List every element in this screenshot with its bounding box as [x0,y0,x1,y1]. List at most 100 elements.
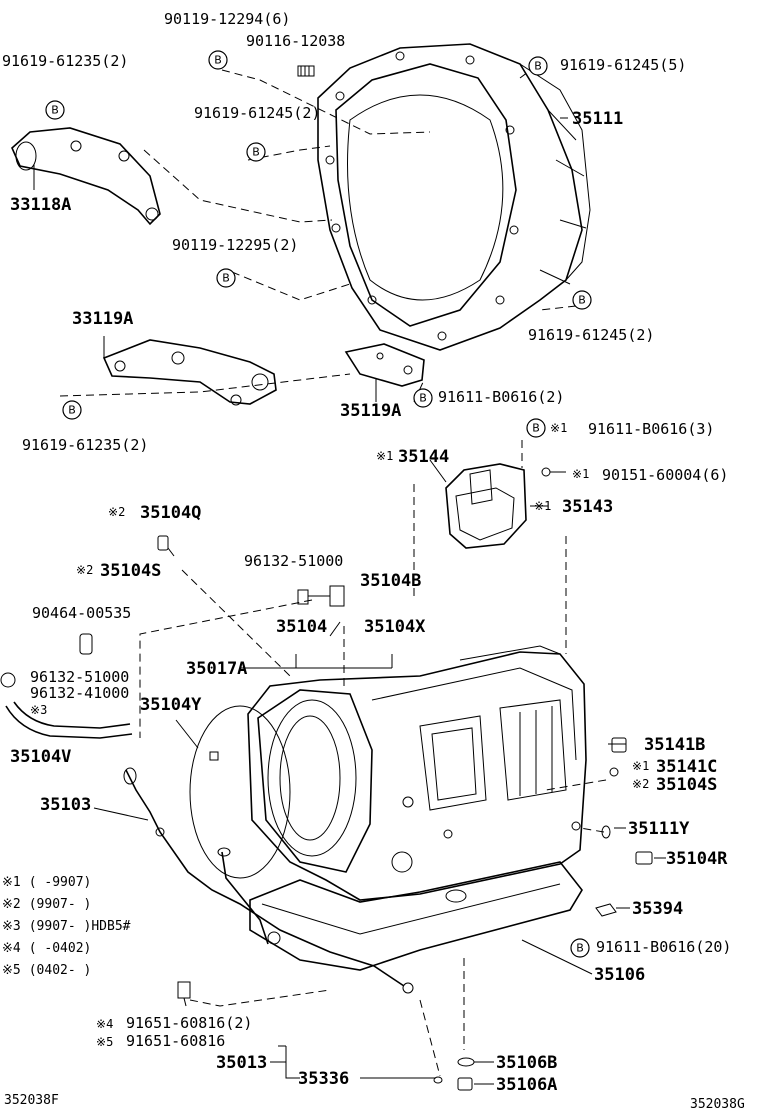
transmission-housing-35111 [317,43,591,351]
mark-35144: ※1 [376,449,393,463]
label-35104Y: 35104Y [140,695,202,715]
mark-35141C: ※1 [632,759,649,773]
svg-text:B: B [252,146,260,159]
label-35017A: 35017A [186,659,247,679]
label-35394: 35394 [632,899,683,919]
label-91619-61245-2b: 91619-61245(2) [528,326,654,344]
mark-35143: ※1 [534,499,551,513]
footnotes: ※1( -9907) ※2(9907- ) ※3(9907- )HDB5# ※4… [2,875,131,978]
badge-90119-12294: B [208,50,228,70]
svg-text:B: B [222,272,230,285]
guide-lines [59,65,607,1077]
label-90464-00535: 90464-00535 [32,604,131,622]
label-35104B: 35104B [360,571,421,591]
footnote-4: ※4( -0402) [2,941,91,956]
plug-35104Q [157,535,175,557]
bracket-33119A [102,339,277,406]
code-left: 352038F [4,1093,59,1108]
drain-plug-parts [433,1057,475,1091]
label-35104V: 35104V [10,747,71,767]
badge-91611-B0616-3: B [526,418,546,438]
mark-90151-60004: ※1 [572,467,589,481]
label-35104R: 35104R [666,849,728,869]
plate-35119A [344,343,425,387]
label-35106B: 35106B [496,1053,557,1073]
filler-tube-35103 [123,767,414,994]
label-35111Y: 35111Y [628,819,690,839]
label-91619-61235-top: 91619-61235(2) [2,52,128,70]
label-96132-51000-b: 96132-51000 [30,668,129,686]
label-91651-60816: 91651-60816 [126,1032,225,1050]
mark-35104S-right: ※2 [632,777,649,791]
svg-text:B: B [576,942,584,955]
svg-text:B: B [68,404,76,417]
label-91611-B0616-20: 91611-B0616(20) [596,938,731,956]
label-35106A: 35106A [496,1075,557,1095]
label-91611-B0616-2: 91611-B0616(2) [438,388,564,406]
badge-91611-B0616-20: B [570,938,590,958]
badge-90119-12295: B [216,268,236,288]
label-35141C: 35141C [656,757,717,777]
label-35143: 35143 [562,497,613,517]
stud-90116-12038 [297,65,315,77]
bolt-91651-60816 [177,981,191,1007]
label-35104Q: 35104Q [140,503,201,523]
label-90151-60004: 90151-60004(6) [602,466,728,484]
mark-91651-60816-2: ※4 [96,1017,113,1031]
badge-91611-B0616-2: B [413,388,433,408]
badge-91619-61245-5: B [528,56,548,76]
mark-91611-B0616-3: ※1 [550,421,567,435]
svg-text:B: B [214,54,222,67]
svg-text:B: B [534,60,542,73]
badge-91619-61245-2b: B [572,290,592,310]
label-33119A: 33119A [72,309,133,329]
label-35119A: 35119A [340,401,401,421]
elbow-35104B [297,585,345,607]
label-91619-61245-5: 91619-61245(5) [560,56,686,74]
footnote-3: ※3(9907- )HDB5# [2,919,131,934]
label-35013: 35013 [216,1053,267,1073]
label-90119-12294: 90119-12294(6) [164,10,290,28]
label-35104: 35104 [276,617,327,637]
label-35336: 35336 [298,1069,349,1089]
svg-text:B: B [419,392,427,405]
label-35106: 35106 [594,965,645,985]
clip-90464-00535 [79,633,93,655]
hose-35104V [0,672,133,739]
footnote-1: ※1( -9907) [2,875,91,890]
small-parts-right [595,737,653,917]
mark-96132-41000: ※3 [30,703,47,717]
label-91619-61235-bottom: 91619-61235(2) [22,436,148,454]
label-91611-B0616-3: 91611-B0616(3) [588,420,714,438]
badge-91619-61235-bottom: B [62,400,82,420]
label-35111: 35111 [572,109,623,129]
label-35103: 35103 [40,795,91,815]
label-35104S-left: 35104S [100,561,161,581]
label-91619-61245-2a: 91619-61245(2) [194,104,320,122]
badge-91619-61235-top: B [45,100,65,120]
transmission-case [247,645,587,901]
label-96132-41000: 96132-41000 [30,684,129,702]
mark-35104Q: ※2 [108,505,125,519]
svg-text:B: B [578,294,586,307]
label-35144: 35144 [398,447,449,467]
gasket-35104Y [189,705,291,879]
label-35104S-right: 35104S [656,775,717,795]
code-right: 352038G [690,1097,745,1112]
footnote-2: ※2(9907- ) [2,897,91,912]
mark-91651-60816: ※5 [96,1035,113,1049]
footnote-5: ※5(0402- ) [2,963,91,978]
label-91651-60816-2: 91651-60816(2) [126,1014,252,1032]
label-35104X: 35104X [364,617,426,637]
badge-91619-61245-2a: B [246,142,266,162]
svg-text:B: B [51,104,59,117]
label-96132-51000-a: 96132-51000 [244,552,343,570]
oil-pan-35106 [249,861,583,971]
cover-35143 [445,463,527,549]
bolt-90151-60004 [541,467,566,477]
label-35141B: 35141B [644,735,705,755]
bracket-33118A [11,127,161,226]
label-90119-12295: 90119-12295(2) [172,236,298,254]
label-33118A: 33118A [10,195,71,215]
